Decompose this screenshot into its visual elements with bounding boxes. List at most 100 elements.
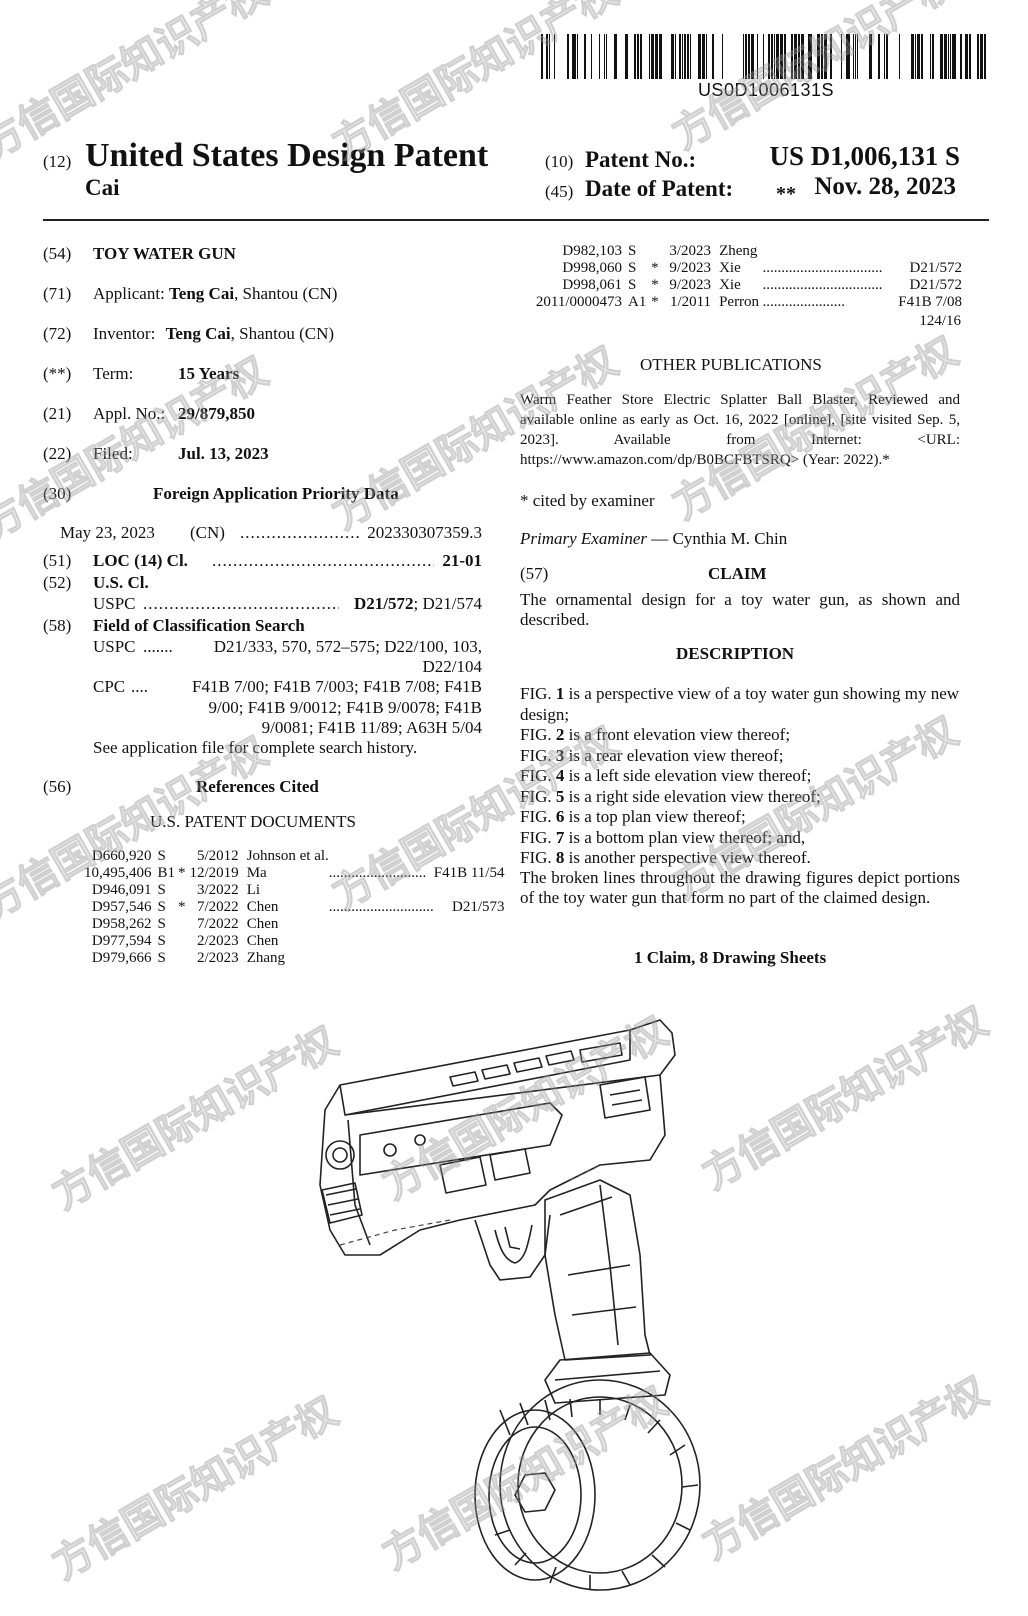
barcode-bar	[748, 34, 750, 79]
search-history-note: See application file for complete search…	[93, 738, 418, 757]
barcode-bar	[745, 34, 747, 79]
barcode-bar	[940, 34, 943, 79]
barcode-bar	[659, 34, 662, 79]
reference-kind: S	[157, 950, 166, 966]
primary-examiner-name: Cynthia M. Chin	[672, 529, 788, 548]
fig-caption: is a top plan view thereof;	[564, 807, 746, 826]
inid-71: (71)	[43, 284, 72, 303]
fig-prefix: FIG.	[520, 848, 556, 867]
fig-caption: is a right side elevation view thereof;	[564, 786, 821, 806]
patent-number-label: Patent No.:	[585, 147, 697, 172]
claim-text: The ornamental design for a toy water gu…	[520, 590, 960, 629]
inventor-surname: Cai	[85, 175, 120, 200]
barcode-bar	[969, 34, 971, 79]
filed-label: Filed:	[93, 444, 133, 463]
toy-water-gun-drawing	[319, 1019, 701, 1591]
inid-code-45: (45)	[545, 182, 574, 201]
claim-heading: CLAIM	[708, 564, 767, 583]
reference-dots	[329, 933, 434, 950]
reference-name: Zheng	[719, 243, 758, 259]
inid-22: (22)	[43, 444, 72, 463]
applicant-name: Teng Cai	[169, 284, 235, 303]
figure-description-item: FIG. 4 is a left side elevation view the…	[520, 766, 960, 787]
barcode-bar	[930, 34, 931, 79]
barcode-bar	[932, 34, 934, 79]
barcode-bar	[671, 34, 674, 79]
reference-num: D660,920	[91, 848, 152, 864]
inid-52: (52)	[43, 573, 72, 592]
barcode-bar	[899, 34, 900, 79]
barcode-bar	[884, 34, 885, 79]
barcode-bar	[784, 34, 786, 79]
reference-date: 5/2012	[197, 848, 239, 864]
barcode-bar	[606, 34, 607, 79]
barcode-bar	[706, 34, 707, 79]
applicant-location: , Shantou (CN)	[234, 284, 338, 303]
reference-name: Ma	[246, 865, 267, 881]
barcode-bar	[878, 34, 880, 79]
priority-number: 202330307359.3	[367, 523, 482, 542]
barcode-bar	[599, 34, 600, 79]
reference-num: D977,594	[91, 933, 152, 949]
inventor-name: Teng Cai	[165, 324, 231, 343]
reference-dots: ..........................	[328, 865, 427, 881]
reference-dots	[329, 916, 434, 933]
barcode-bar	[546, 34, 548, 79]
reference-num: D957,546	[91, 899, 152, 915]
reference-num: D998,060	[562, 260, 622, 276]
references-cited-heading: References Cited	[196, 777, 319, 796]
reference-cls: F41B 11/54	[433, 865, 505, 881]
reference-star: *	[651, 277, 659, 293]
fig-prefix: FIG.	[520, 766, 556, 785]
reference-name: Chen	[246, 933, 279, 949]
fig-caption: is a front elevation view thereof;	[564, 725, 791, 744]
reference-kind: S	[157, 916, 166, 932]
reference-star	[178, 933, 190, 950]
reference-kind: S	[628, 277, 637, 293]
reference-cls: D21/572	[909, 260, 963, 276]
barcode-bar	[846, 34, 850, 79]
filed-value: Jul. 13, 2023	[178, 444, 269, 463]
barcode-bar	[541, 34, 543, 79]
reference-name: Chen	[246, 899, 279, 915]
barcode-bar	[824, 34, 827, 79]
reference-date: 3/2022	[197, 882, 239, 898]
reference-kind: S	[157, 882, 166, 898]
barcode-bar	[960, 34, 962, 79]
appl-no-value: 29/879,850	[178, 404, 255, 423]
barcode-bar	[774, 34, 775, 79]
primary-examiner: Primary Examiner — Cynthia M. Chin	[520, 529, 787, 549]
reference-dots: ................................	[762, 277, 883, 293]
barcode	[541, 34, 986, 79]
us-cl-label: U.S. Cl.	[93, 573, 149, 592]
fig-prefix: FIG.	[520, 725, 556, 744]
fig-caption: is another perspective view thereof.	[564, 848, 811, 867]
barcode-bar	[965, 34, 968, 79]
barcode-bar	[768, 34, 770, 79]
barcode-bar	[763, 34, 764, 79]
title-of-design: TOY WATER GUN	[93, 244, 236, 263]
fig-prefix: FIG.	[520, 684, 556, 703]
inid-58: (58)	[43, 616, 72, 635]
barcode-bar	[682, 34, 683, 79]
search-cpc-dots: ....	[131, 677, 148, 696]
inid-21: (21)	[43, 404, 72, 423]
barcode-bar	[977, 34, 979, 79]
barcode-bar	[948, 34, 949, 79]
barcode-bar	[857, 34, 858, 79]
barcode-bar	[817, 34, 820, 79]
priority-dots: .........................	[240, 523, 360, 542]
inid-56: (56)	[43, 777, 72, 796]
reference-dots: ......................	[762, 294, 845, 310]
fig-caption: is a rear elevation view thereof;	[564, 745, 784, 765]
barcode-bar	[886, 34, 888, 79]
examiner-dash: —	[651, 529, 669, 548]
fig-number: 2	[555, 725, 565, 744]
priority-date: May 23, 2023	[60, 523, 155, 542]
figure-description-item: FIG. 1 is a perspective view of a toy wa…	[520, 684, 960, 725]
